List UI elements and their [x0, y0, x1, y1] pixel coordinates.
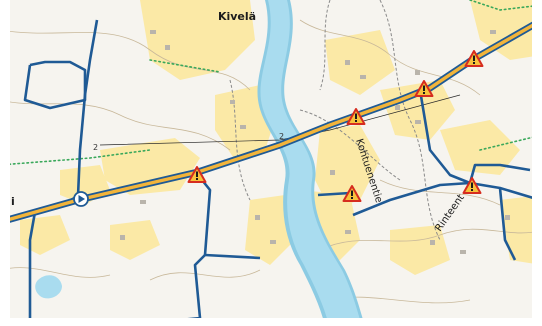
- footpaths: [229, 0, 441, 241]
- road-number-label: 2: [93, 143, 98, 152]
- warning-triangle-icon[interactable]: [414, 80, 434, 97]
- main-highway: [0, 18, 542, 224]
- edge-place-label: i: [11, 195, 15, 208]
- warning-triangle-icon[interactable]: [346, 108, 366, 125]
- warning-triangle-icon[interactable]: [464, 50, 484, 67]
- map-right-margin: [532, 0, 542, 326]
- contour-lines: [0, 19, 542, 304]
- boundary-lines: [0, 0, 542, 166]
- river: [260, 0, 362, 326]
- warning-triangle-icon[interactable]: [462, 177, 482, 194]
- play-marker-icon[interactable]: [73, 191, 89, 207]
- road-number-label: 2: [279, 132, 284, 141]
- buildings: [120, 30, 510, 254]
- place-label-kivela: Kivelä: [218, 10, 256, 23]
- warning-triangle-icon[interactable]: [342, 185, 362, 202]
- map-bottom-margin: [0, 318, 542, 326]
- warning-triangle-icon[interactable]: [187, 166, 207, 183]
- pond: [35, 275, 62, 299]
- warning-markers: [187, 50, 484, 202]
- map-left-margin: [0, 0, 10, 326]
